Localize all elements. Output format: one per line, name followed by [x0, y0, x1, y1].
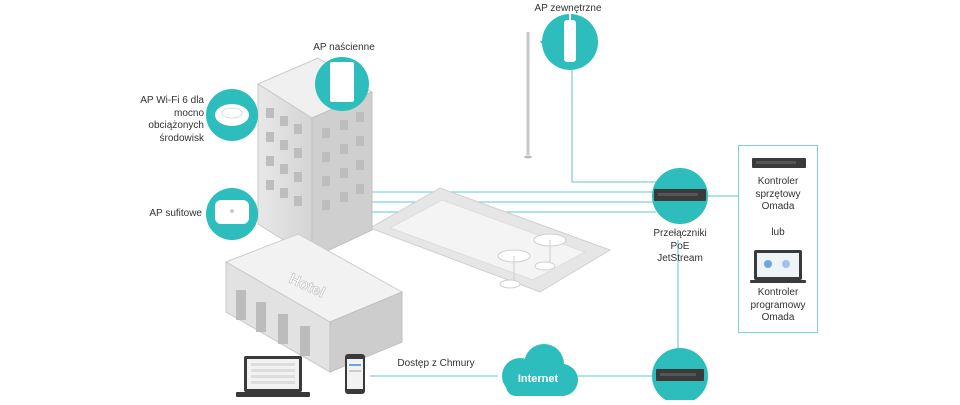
- software-controller-icon[interactable]: [750, 250, 806, 283]
- switches-label: Przełączniki PoE JetStream: [653, 228, 707, 264]
- software-controller-label: Kontroler programowy Omada: [750, 287, 806, 323]
- switch-icon[interactable]: [652, 168, 708, 224]
- internet-label: Internet: [518, 373, 559, 385]
- hardware-controller-icon[interactable]: [752, 158, 806, 168]
- ceiling-ap-label: AP sufitowe: [149, 208, 202, 219]
- cloud-icon[interactable]: [502, 344, 578, 396]
- ceiling-ap-icon[interactable]: [206, 188, 258, 240]
- or-label: lub: [771, 227, 785, 238]
- phone-icon[interactable]: [345, 354, 365, 394]
- wifi6-ap-label: AP Wi-Fi 6 dla mocno obciążonych środowi…: [140, 95, 204, 144]
- outdoor-pole: [524, 32, 532, 159]
- hardware-controller-label: Kontroler sprzętowy Omada: [755, 176, 801, 212]
- wall-ap-icon[interactable]: [315, 57, 369, 111]
- wall-ap-label: AP naścienne: [313, 42, 375, 53]
- controllers-box: [738, 145, 818, 333]
- gateway-icon[interactable]: [652, 348, 708, 404]
- outdoor-ap-icon[interactable]: [540, 14, 598, 70]
- wifi6-ap-icon[interactable]: [206, 89, 258, 141]
- cloud-access-label: Dostęp z Chmury: [397, 358, 475, 369]
- pool-icon: [368, 187, 612, 293]
- umbrella-icon: [497, 233, 567, 289]
- laptop-icon[interactable]: [236, 356, 310, 397]
- outdoor-ap-label: AP zewnętrzne: [534, 3, 602, 14]
